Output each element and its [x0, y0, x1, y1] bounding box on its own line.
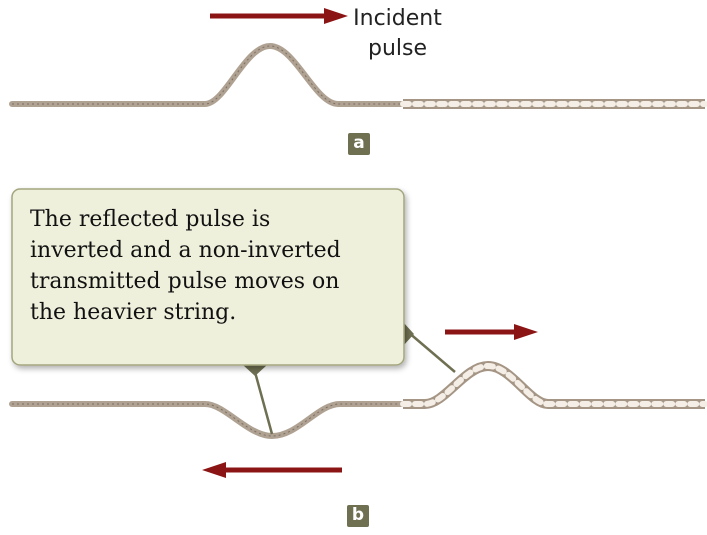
light-string-b [9, 401, 406, 440]
incident-arrow [210, 8, 348, 24]
transmitted-arrow [445, 324, 538, 340]
callout-pointer-reflected [243, 365, 274, 435]
incident-pulse-label: Incident pulse [350, 4, 445, 64]
callout-pointer-transmitted [403, 322, 456, 373]
light-string-a [9, 42, 406, 107]
panel-label-a: a [348, 133, 370, 155]
callout-text: The reflected pulse is inverted and a no… [30, 204, 405, 328]
callout-line-2: inverted and a non-inverted [30, 238, 341, 263]
heavy-string-b [400, 360, 707, 409]
callout-line-3: transmitted pulse moves on [30, 269, 340, 294]
panel-label-b: b [347, 505, 369, 527]
incident-label-line1: Incident [353, 6, 442, 31]
reflected-arrow [202, 462, 342, 478]
callout-box [11, 188, 405, 366]
callout-line-4: the heavier string. [30, 300, 237, 325]
incident-label-line2: pulse [367, 36, 428, 61]
callout-line-1: The reflected pulse is [30, 207, 271, 232]
